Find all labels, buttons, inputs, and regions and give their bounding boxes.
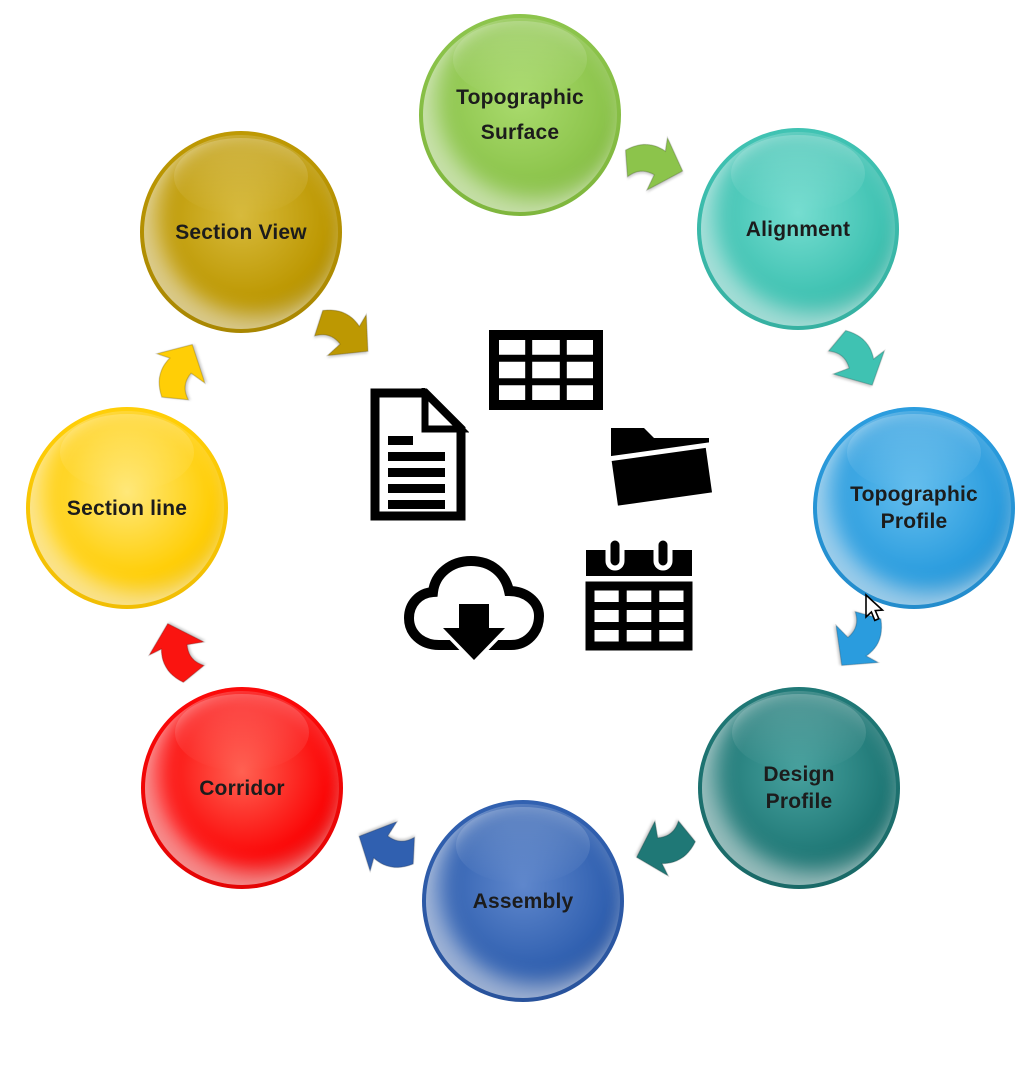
node-label-topographic-surface: Topographic Surface <box>456 86 584 144</box>
arrow-topographic-surface-to-alignment-icon[interactable] <box>607 122 698 213</box>
node-section-view[interactable]: Section View <box>140 131 342 333</box>
arrow-alignment-to-topographic-profile-icon[interactable] <box>804 312 901 409</box>
cloud-download-icon[interactable] <box>399 546 549 668</box>
arrow-corridor-to-section-line-icon[interactable] <box>137 606 227 696</box>
arrow-assembly-to-corridor-icon[interactable] <box>341 796 437 892</box>
node-label-topographic-profile: Topographic Profile <box>850 483 978 533</box>
node-design-profile[interactable]: Design Profile <box>698 687 900 889</box>
document-icon[interactable] <box>367 388 469 521</box>
node-label-design-profile: Design Profile <box>763 763 835 813</box>
arrow-section-view-to-center-icon[interactable] <box>290 285 391 386</box>
arrow-topographic-profile-to-design-profile-icon[interactable] <box>805 587 906 688</box>
mouse-cursor-icon <box>865 593 885 622</box>
arrow-design-profile-to-assembly-icon[interactable] <box>619 798 709 888</box>
node-corridor[interactable]: Corridor <box>141 687 343 889</box>
node-alignment[interactable]: Alignment <box>697 128 899 330</box>
node-topographic-surface[interactable]: Topographic Surface <box>419 14 621 216</box>
node-label-assembly: Assembly <box>472 889 574 913</box>
data-table-icon[interactable] <box>489 330 603 410</box>
node-label-section-line: Section line <box>66 496 188 520</box>
node-label-corridor: Corridor <box>199 776 285 800</box>
node-topographic-profile[interactable]: Topographic Profile <box>813 407 1015 609</box>
node-label-alignment: Alignment <box>745 217 851 241</box>
arrow-section-line-to-section-view-icon[interactable] <box>134 325 231 422</box>
node-label-section-view: Section View <box>175 220 307 244</box>
node-assembly[interactable]: Assembly <box>422 800 624 1002</box>
open-folder-icon[interactable] <box>606 416 718 508</box>
calendar-icon[interactable] <box>584 536 694 652</box>
node-section-line[interactable]: Section line <box>26 407 228 609</box>
